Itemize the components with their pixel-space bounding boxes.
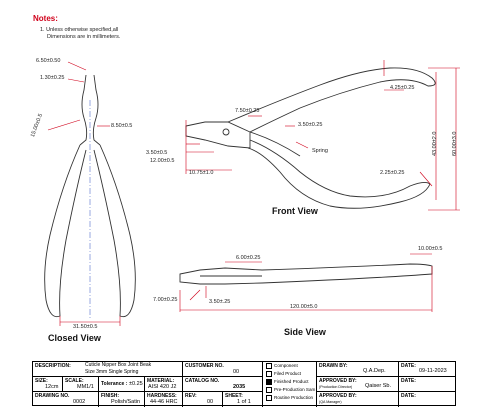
drawing-value: 0002 bbox=[73, 399, 86, 405]
scale-cell: SCALE: MM1/1 bbox=[63, 377, 99, 392]
dim-side-tip: 7.00±0.25 bbox=[153, 297, 178, 303]
technical-drawing bbox=[44, 60, 460, 326]
sheet-value: 1 of 1 bbox=[237, 399, 251, 405]
approved-sub-1: (Production Director) bbox=[319, 385, 353, 389]
dim-handle-tip: 2.25±0.25 bbox=[380, 170, 405, 176]
dim-handle-end: 4.25±0.25 bbox=[390, 85, 415, 91]
dim-handle-spread: 31.50±0.5 bbox=[73, 324, 98, 330]
catalog-label: CATALOG NO. bbox=[185, 378, 220, 384]
date-value-1: 09-11-2023 bbox=[419, 368, 447, 374]
customer-label: CUSTOMER NO. bbox=[185, 363, 224, 369]
description-line-2: Size 3mm Single Spring bbox=[85, 369, 139, 375]
tolerance-value: ±0.25 bbox=[129, 381, 143, 387]
dim-side-joint: 6.00±0.25 bbox=[236, 255, 261, 261]
dim-joint-width: 8.50±0.5 bbox=[111, 123, 133, 129]
size-value: 12cm bbox=[45, 384, 59, 390]
dim-side-jaw: 3.50±.25 bbox=[209, 299, 231, 305]
scale-value: MM1/1 bbox=[77, 384, 94, 390]
check-filed: Filed Product bbox=[274, 371, 302, 377]
description-cell: DESCRIPTION: Cuticle Nipper Box Joint Be… bbox=[33, 362, 183, 377]
material-label: MATERIAL: bbox=[147, 378, 175, 384]
drawn-value: Q.A.Dep. bbox=[363, 368, 386, 374]
approved-label-2: APPROVED BY: bbox=[319, 393, 357, 399]
front-view-upper-handle bbox=[227, 67, 436, 133]
customer-value: 00 bbox=[233, 369, 240, 375]
checkbox-routine bbox=[266, 395, 272, 401]
finish-label: FINISH: bbox=[101, 393, 120, 399]
notes-title: Notes: bbox=[33, 14, 58, 23]
approved-by-cell-1: APPROVED BY: (Production Director) Qaise… bbox=[317, 377, 399, 392]
check-component: Component bbox=[274, 363, 298, 369]
dim-overall-length: 120.00±5.0 bbox=[290, 304, 318, 310]
check-finished: Finished Product bbox=[274, 379, 309, 385]
size-cell: SIZE: 12cm bbox=[33, 377, 63, 392]
drawn-label: DRAWN BY: bbox=[319, 363, 348, 369]
front-view-spring bbox=[249, 131, 301, 157]
dim-jaw-height: 3.50±0.5 bbox=[146, 150, 168, 156]
date-label-1: DATE: bbox=[401, 363, 416, 369]
description-label: DESCRIPTION: bbox=[35, 363, 71, 369]
title-block: DESCRIPTION: Cuticle Nipper Box Joint Be… bbox=[32, 361, 456, 407]
checkbox-preproduction bbox=[266, 387, 272, 393]
dim-overall-height: 60.00±3.0 bbox=[452, 131, 458, 156]
dim-tip-width: 6.50±0.50 bbox=[36, 58, 61, 64]
hardness-cell: HARDNESS: 44-46 HRC bbox=[145, 392, 183, 407]
side-view-outline bbox=[179, 263, 433, 285]
size-label: SIZE: bbox=[35, 378, 48, 384]
date-cell-3: DATE: bbox=[399, 392, 455, 407]
dim-head-height: 12.00±0.5 bbox=[150, 158, 175, 164]
date-label-2: DATE: bbox=[401, 378, 416, 384]
rev-label: REV: bbox=[185, 393, 197, 399]
date-label-3: DATE: bbox=[401, 393, 416, 399]
closed-view-outline bbox=[79, 74, 101, 146]
tolerance-label: Tolerance : bbox=[101, 381, 128, 387]
material-cell: MATERIAL: AISI 420 J2 bbox=[145, 377, 183, 392]
hardness-value: 44-46 HRC bbox=[150, 399, 178, 405]
closed-view-right-handle bbox=[93, 144, 136, 318]
dim-side-end: 10.00±0.5 bbox=[418, 246, 443, 252]
description-line-1: Cuticle Nipper Box Joint Beak bbox=[85, 362, 152, 368]
checkbox-filed bbox=[266, 371, 272, 377]
finish-value: Polish/Satin bbox=[111, 399, 141, 405]
notes-line-2: Dimensions are in millimeters. bbox=[47, 34, 121, 40]
sheet-label: SHEET: bbox=[225, 393, 243, 399]
checkbox-component bbox=[266, 363, 272, 369]
drawing-label: DRAWING NO. bbox=[35, 393, 70, 399]
scale-label: SCALE: bbox=[65, 378, 84, 384]
approved-label-1: APPROVED BY: bbox=[319, 378, 357, 384]
dim-open-height: 43.00±2.0 bbox=[432, 131, 438, 156]
tolerance-cell: Tolerance : ±0.25 bbox=[99, 377, 145, 392]
dim-jaw-length: 7.50±0.25 bbox=[235, 108, 260, 114]
check-preproduction: Pre-Production Sam bbox=[274, 387, 316, 393]
finish-cell: FINISH: Polish/Satin bbox=[99, 392, 145, 407]
hardness-label: HARDNESS: bbox=[147, 393, 177, 399]
date-cell-2: DATE: bbox=[399, 377, 455, 392]
dim-spring-offset: 3.50±0.25 bbox=[298, 122, 323, 128]
catalog-cell: CATALOG NO. 2035 bbox=[183, 377, 263, 392]
material-value: AISI 420 J2 bbox=[148, 384, 177, 390]
rev-value: 00 bbox=[207, 399, 214, 405]
spring-label: Spring bbox=[312, 148, 328, 154]
sheet-cell: SHEET: 1 of 1 bbox=[223, 392, 263, 407]
approved-by-cell-2: APPROVED BY: (QA Manager) bbox=[317, 392, 399, 407]
check-routine: Routine Production bbox=[274, 395, 314, 401]
customer-cell: CUSTOMER NO. 00 bbox=[183, 362, 263, 377]
checkbox-finished bbox=[266, 379, 272, 385]
dim-head-depth: 10.75±1.0 bbox=[189, 170, 214, 176]
rev-cell: REV: 00 bbox=[183, 392, 223, 407]
closed-view-left-handle bbox=[44, 144, 87, 318]
closed-view-title: Closed View bbox=[48, 333, 101, 343]
drawn-by-cell: DRAWN BY: Q.A.Dep. bbox=[317, 362, 399, 377]
production-status-cell: Component Filed Product Finished Product… bbox=[263, 362, 317, 407]
date-cell-1: DATE: 09-11-2023 bbox=[399, 362, 455, 377]
catalog-value: 2035 bbox=[233, 384, 246, 390]
drawing-no-cell: DRAWING NO. 0002 bbox=[33, 392, 99, 407]
approved-value-1: Qaiser Sb. bbox=[365, 383, 391, 389]
approved-sub-2: (QA Manager) bbox=[319, 400, 342, 404]
notes-line-1: 1. Unless otherwise specified,all bbox=[40, 27, 119, 33]
dim-tip-gap: 1.30±0.25 bbox=[40, 75, 65, 81]
side-view-title: Side View bbox=[284, 327, 326, 337]
front-view-title: Front View bbox=[272, 206, 318, 216]
front-view-jaw bbox=[185, 121, 251, 149]
